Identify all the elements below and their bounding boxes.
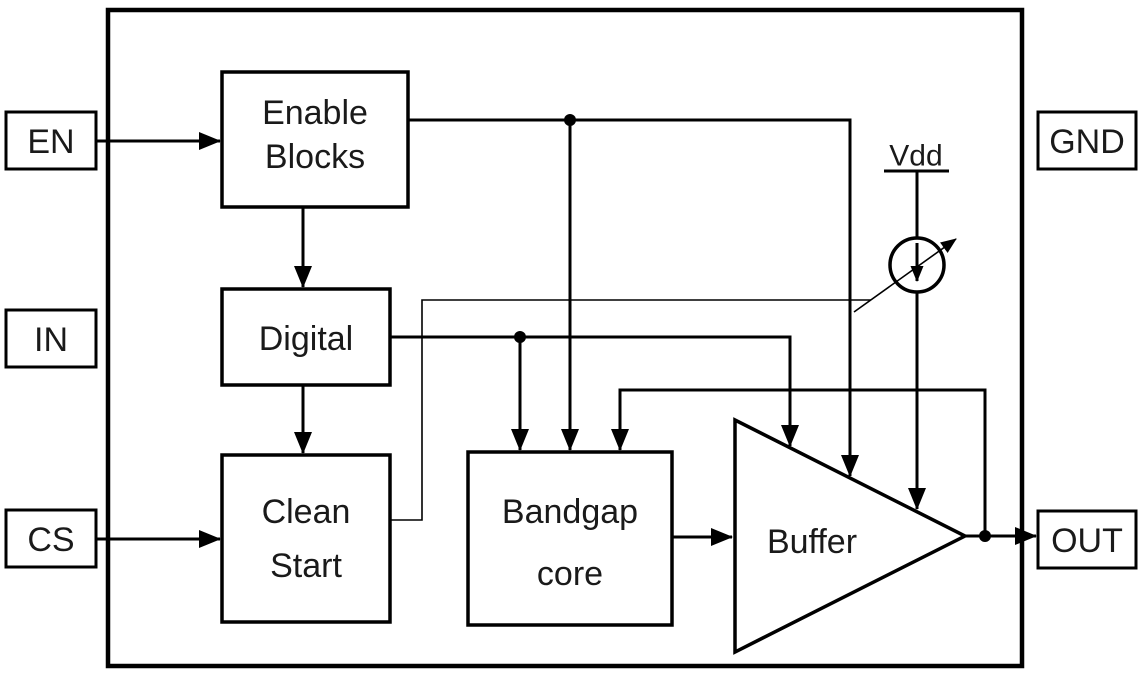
pin-cs-label: CS [27, 521, 74, 559]
pin-cs-box [4, 508, 98, 569]
junction-dot [564, 114, 576, 126]
wire-output-feedback-to-bandgap [611, 388, 987, 536]
pin-out-label: OUT [1051, 522, 1123, 560]
clean-start-label-line1: Clean [262, 493, 351, 531]
variable-adjust-arrow-icon [853, 238, 957, 313]
pin-in-label: IN [34, 321, 68, 359]
junction-dot [979, 530, 991, 542]
bandgap-core-label-line2: core [537, 555, 603, 593]
pin-out-box [1036, 509, 1138, 570]
digital-box [220, 287, 392, 387]
wire-enable-to-buffer [408, 118, 859, 477]
vdd-label: Vdd [889, 140, 942, 173]
enable-blocks-label-line1: Enable [262, 94, 368, 132]
pin-in-box [4, 308, 98, 369]
enable-blocks-box [220, 70, 410, 209]
buffer-label: Buffer [767, 523, 857, 561]
clean-start-label-line2: Start [270, 547, 342, 585]
pin-gnd-label: GND [1049, 123, 1125, 161]
digital-label: Digital [259, 320, 353, 358]
enable-blocks-label-line2: Blocks [265, 138, 365, 176]
buffer-amplifier-triangle [733, 417, 969, 655]
pin-gnd-box [1036, 110, 1138, 171]
chip-boundary [105, 7, 1025, 669]
pin-en-label: EN [27, 123, 74, 161]
clean-start-box [220, 453, 392, 624]
pin-en-box [4, 110, 98, 171]
junction-dot [514, 331, 526, 343]
bandgap-core-label-line1: Bandgap [502, 493, 638, 531]
wire-clean-start-trim [390, 299, 871, 521]
bandgap-core-box [466, 450, 674, 627]
